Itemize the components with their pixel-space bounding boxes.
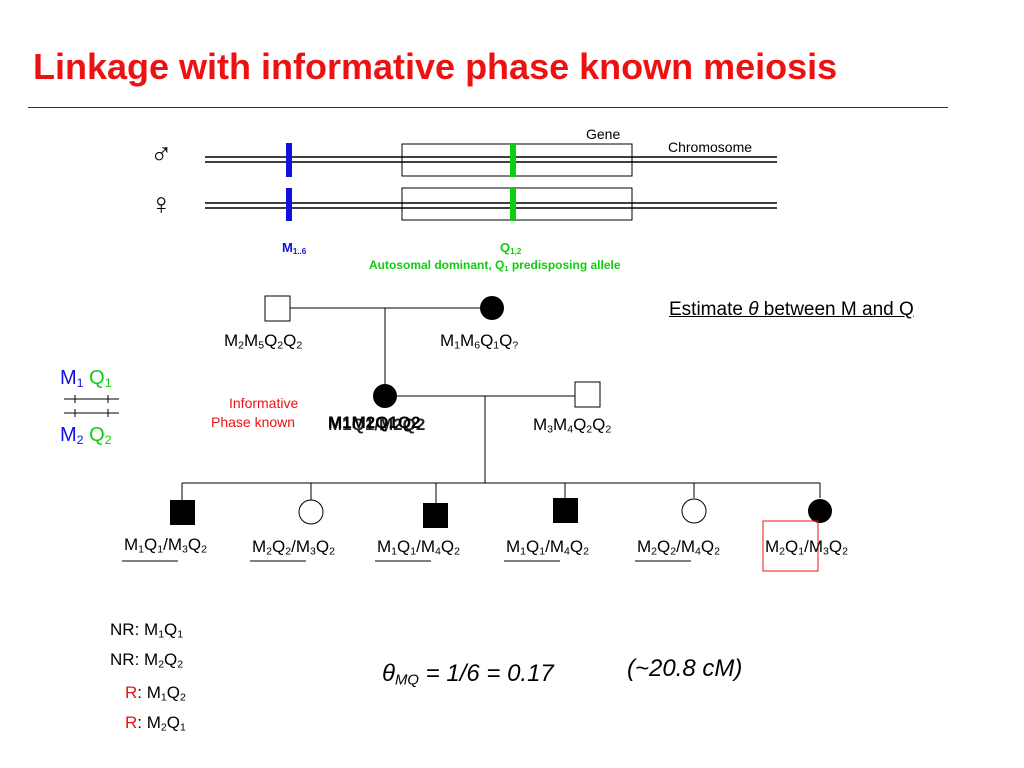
estimate-heading: Estimate θ between M and Q [669, 299, 914, 320]
chromosome-female [205, 187, 777, 221]
recombinant-highlight-box [762, 520, 819, 572]
child-4-square [553, 498, 578, 523]
grandfather-square [264, 295, 291, 322]
spouse-genotype: M3M4Q2Q2 [533, 415, 612, 436]
marker-band-female [286, 188, 292, 221]
gene-label: Gene [586, 126, 621, 142]
child-2-genotype: M2Q2/M3Q2 [252, 537, 335, 558]
theta-result: θMQ = 1/6 = 0.17 [382, 660, 554, 689]
page-title: Linkage with informative phase known mei… [33, 46, 838, 87]
marker-label: M1..6 [282, 240, 307, 256]
child-6-genotype: M2Q1/M3Q2 [765, 537, 848, 558]
marker-band-male [286, 143, 292, 177]
haplotype-legend-lines [64, 395, 119, 417]
grandfather-genotype: M2M5Q2Q2 [224, 331, 303, 352]
haplotype-legend-bottom: M2 Q2 [60, 424, 112, 448]
chromosome-male [205, 143, 777, 177]
recomb-row-2: NR: M2Q2 [110, 650, 184, 671]
child-6-circle [808, 499, 832, 523]
child-3-square [423, 503, 448, 528]
grandmother-circle [480, 296, 504, 320]
title-divider [28, 107, 948, 108]
chromosome-label: Chromosome [668, 139, 753, 155]
gene-band-female [510, 188, 516, 221]
male-symbol-icon: ♂ [150, 138, 173, 171]
gene-band-male [510, 143, 516, 177]
recomb-row-3: R: M1Q2 [125, 683, 186, 704]
child-2-circle [298, 499, 324, 525]
grandmother-genotype: M1M6Q1Q? [440, 331, 519, 352]
inheritance-mode-label: Autosomal dominant, Q1 predisposing alle… [369, 258, 621, 273]
child-5-circle [681, 498, 707, 524]
child-3-genotype: M1Q1/M4Q2 [377, 537, 460, 558]
haplotype-legend-top: M1 Q1 [60, 367, 112, 391]
parent-circle [373, 384, 397, 408]
child-1-genotype: M1Q1/M3Q2 [124, 535, 207, 556]
parent-genotype-b: M1Q1/M2Q2 [328, 415, 426, 434]
gene-locus-label: Q1,2 [500, 240, 522, 256]
recomb-row-1: NR: M1Q1 [110, 620, 184, 641]
child-1-square [170, 500, 195, 525]
centimorgan-result: (~20.8 cM) [627, 655, 743, 682]
child-4-genotype: M1Q1/M4Q2 [506, 537, 589, 558]
parent-genotype-a: M1M2Q1Q2 [328, 413, 421, 432]
informative-label: Informative [229, 395, 299, 411]
phase-known-label: Phase known [211, 414, 296, 430]
female-symbol-icon: ♀ [150, 188, 173, 221]
spouse-square [574, 381, 601, 408]
child-5-genotype: M2Q2/M4Q2 [637, 537, 720, 558]
recomb-row-4: R: M2Q1 [125, 713, 186, 734]
